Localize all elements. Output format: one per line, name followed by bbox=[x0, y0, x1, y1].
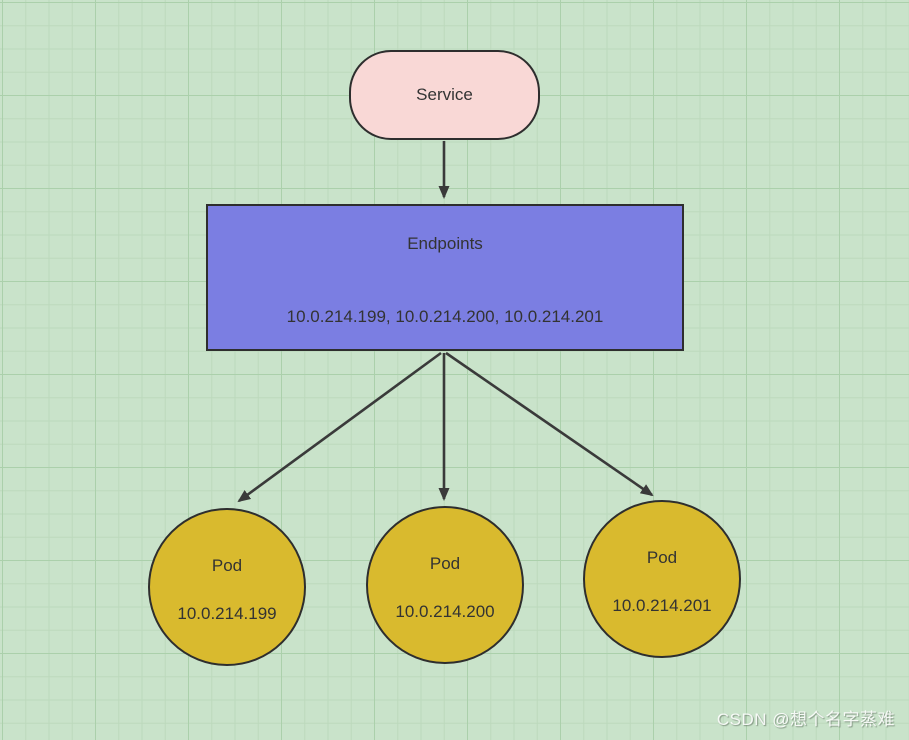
csdn-watermark: CSDN @想个名字蒸难 bbox=[716, 710, 895, 729]
endpoints-title: Endpoints bbox=[407, 234, 483, 253]
pod-2-label: Pod bbox=[429, 554, 461, 573]
service-label: Service bbox=[416, 85, 473, 104]
pod-3-ip: 10.0.214.201 bbox=[612, 596, 712, 615]
pod-1-ip: 10.0.214.199 bbox=[177, 604, 277, 623]
arrow-endpoints-to-pod-3 bbox=[445, 351, 654, 497]
pod-node-3[interactable]: Pod 10.0.214.201 bbox=[583, 500, 741, 658]
endpoints-addresses: 10.0.214.199, 10.0.214.200, 10.0.214.201 bbox=[286, 307, 604, 326]
pod-node-1[interactable]: Pod 10.0.214.199 bbox=[148, 508, 306, 666]
arrow-endpoints-to-pod-1 bbox=[237, 351, 442, 503]
pod-node-2[interactable]: Pod 10.0.214.200 bbox=[366, 506, 524, 664]
pod-3-label: Pod bbox=[646, 548, 678, 567]
pod-2-ip: 10.0.214.200 bbox=[395, 602, 495, 621]
service-node[interactable]: Service bbox=[349, 50, 540, 140]
pod-1-label: Pod bbox=[211, 556, 243, 575]
endpoints-node[interactable]: Endpoints 10.0.214.199, 10.0.214.200, 10… bbox=[206, 204, 684, 351]
